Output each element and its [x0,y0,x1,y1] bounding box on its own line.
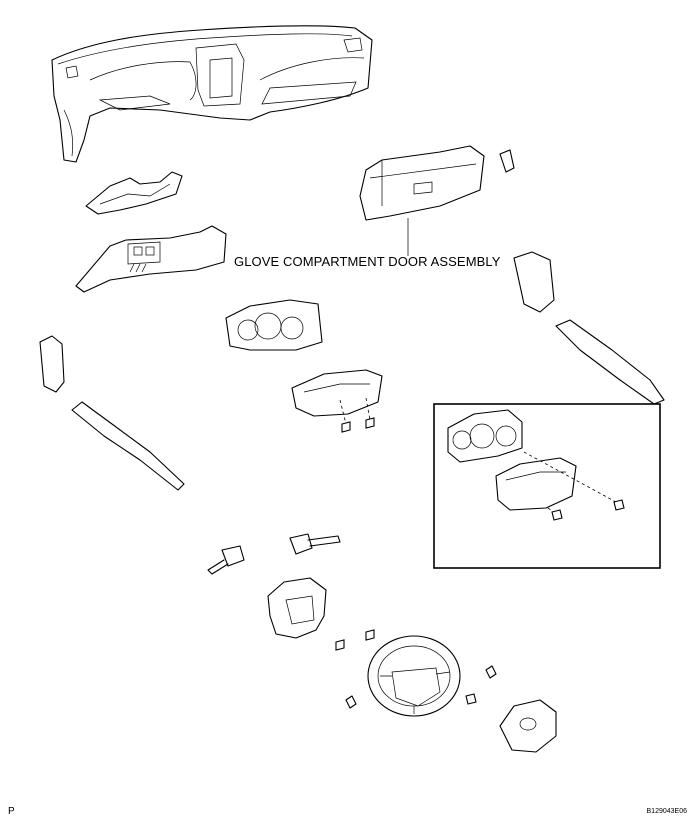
inset-meter-hood [495,457,577,511]
screw-left [341,421,351,433]
inset-guide-1 [523,451,617,503]
steering-nut [465,693,477,705]
cover-screw-1 [335,639,345,651]
steering-wheel [367,635,461,717]
page-marker: P [8,806,15,817]
turn-signal-switch [289,533,341,555]
meter-hood [291,369,383,417]
screw-guide-left [339,399,347,425]
glove-door-hinge [499,149,515,173]
inset-screw-2 [551,509,563,521]
left-side-garnish [39,335,65,393]
instrument-panel-assembly [51,25,373,163]
steering-pad-cap-right [485,665,497,679]
cover-screw-2 [365,629,375,641]
steering-column-cover [267,577,327,639]
combination-meter [225,299,323,351]
right-side-garnish [513,251,555,313]
right-pillar-trim [555,319,665,405]
lower-finish-panel [75,225,227,293]
upper-cover-bracket-detail [99,183,171,205]
glove-compartment-door [359,145,485,221]
steering-pad-cap-left [345,695,357,709]
inset-screw-1 [613,499,625,511]
detail-inset-frame [433,403,661,569]
upper-cover-bracket [85,171,183,215]
inset-combination-meter [447,409,523,463]
figure-code: B129043E06 [646,808,687,815]
horn-button-assembly [499,699,557,753]
left-pillar-trim [71,401,185,491]
windshield-wiper-switch [207,545,245,575]
screw-guide-right [365,397,371,421]
screw-right [365,417,375,429]
glove-compartment-callout-label: GLOVE COMPARTMENT DOOR ASSEMBLY [234,254,501,269]
